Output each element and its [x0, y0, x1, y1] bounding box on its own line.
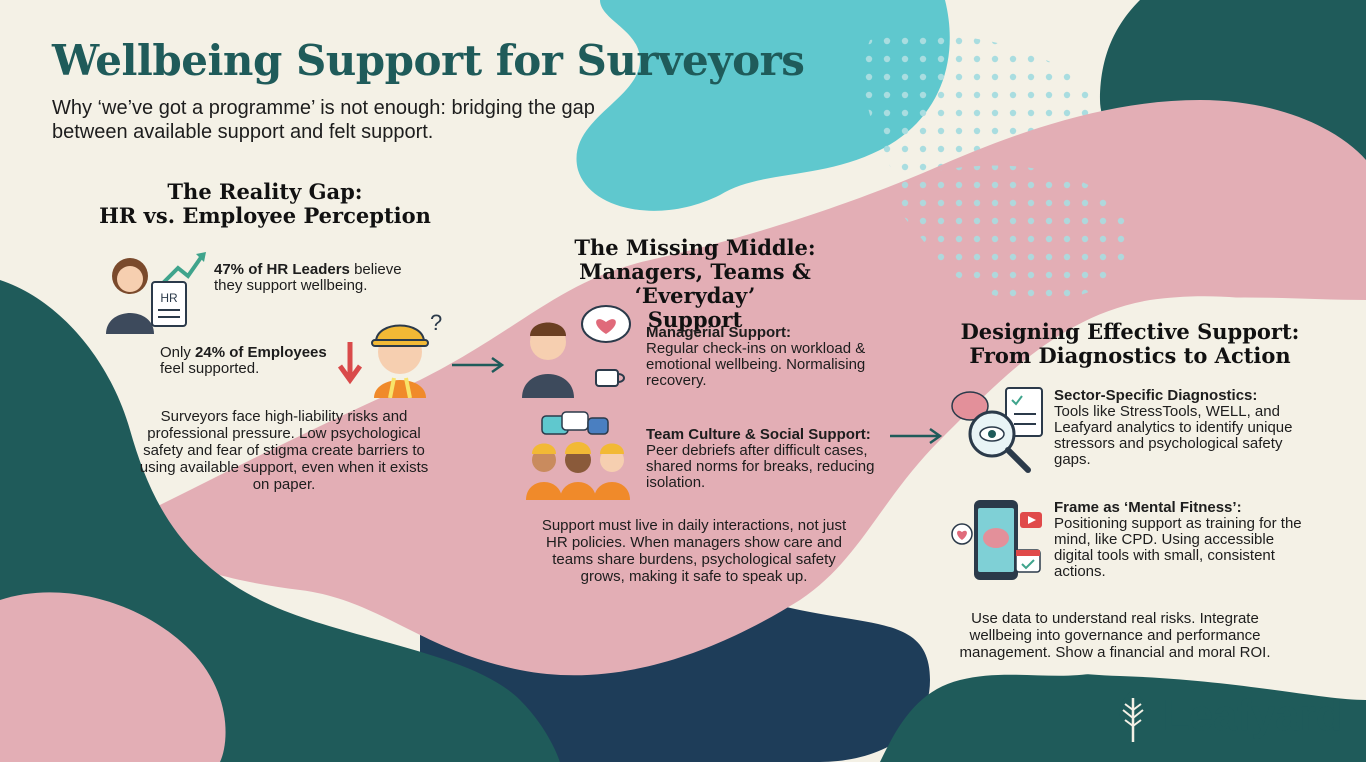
manager-icon — [522, 305, 631, 398]
mental-fitness-phone-icon — [951, 500, 1042, 580]
missing-middle-heading: The Missing Middle: Managers, Teams & ‘E… — [520, 236, 870, 332]
brand-name: Leafyard — [1162, 691, 1343, 740]
designing-paragraph: Use data to understand real risks. Integ… — [959, 610, 1271, 661]
hr-stat-bold: 47% of HR Leaders — [214, 261, 350, 278]
employee-stat-bold: 24% of Employees — [195, 344, 327, 361]
designing-heading-line2: From Diagnostics to Action — [969, 343, 1291, 368]
arrow-right-icon — [890, 427, 943, 445]
page-title: Wellbeing Support for Surveyors — [52, 36, 805, 85]
designing-heading: Designing Effective Support: From Diagno… — [940, 320, 1320, 368]
diagnostics-text: Tools like StressTools, WELL, and Leafya… — [1054, 403, 1293, 468]
designing-heading-line1: Designing Effective Support: — [960, 319, 1300, 344]
diagnostics-item: Sector-Specific Diagnostics: Tools like … — [1054, 388, 1304, 468]
team-culture-text: Peer debriefs after difficult cases, sha… — [646, 442, 875, 491]
managerial-support-text: Regular check-ins on workload & emotiona… — [646, 340, 866, 389]
brand-logo: Leafyard — [1113, 688, 1343, 744]
leaf-icon — [1119, 690, 1147, 742]
mental-fitness-title: Frame as ‘Mental Fitness’: — [1054, 499, 1242, 516]
reality-gap-heading: The Reality Gap: HR vs. Employee Percept… — [95, 180, 435, 228]
reality-gap-paragraph: Surveyors face high-liability risks and … — [139, 408, 429, 493]
arrow-right-icon — [452, 356, 505, 374]
employee-stat-text: feel supported. — [160, 360, 260, 377]
hr-stat-text: believe they support wellbeing. — [214, 261, 402, 294]
worried-worker-icon: ? — [337, 310, 442, 398]
managerial-support-title: Managerial Support: — [646, 324, 792, 341]
missing-middle-heading-line3: Support — [647, 307, 743, 332]
missing-middle-paragraph: Support must live in daily interactions,… — [541, 517, 847, 585]
mental-fitness-text: Positioning support as training for the … — [1054, 515, 1302, 580]
diagnostics-title: Sector-Specific Diagnostics: — [1054, 387, 1258, 404]
employee-stat: Only 24% of Employees feel supported. — [160, 345, 350, 377]
mental-fitness-item: Frame as ‘Mental Fitness’: Positioning s… — [1054, 500, 1304, 580]
diagnostics-icon — [951, 387, 1043, 473]
reality-gap-heading-line2: HR vs. Employee Perception — [99, 203, 431, 228]
hr-leader-icon: HR — [106, 252, 206, 334]
managerial-support-item: Managerial Support: Regular check-ins on… — [646, 325, 886, 389]
svg-text:?: ? — [430, 310, 442, 335]
team-culture-title: Team Culture & Social Support: — [646, 426, 871, 443]
hr-stat: 47% of HR Leaders believe they support w… — [214, 262, 404, 294]
reality-gap-heading-line1: The Reality Gap: — [167, 179, 363, 204]
team-icon — [526, 411, 630, 500]
missing-middle-heading-line1: The Missing Middle: — [574, 235, 816, 260]
hr-badge: HR — [160, 291, 178, 305]
page-subtitle: Why ‘we’ve got a programme’ is not enoug… — [52, 97, 595, 143]
missing-middle-heading-line2: Managers, Teams & ‘Everyday’ — [579, 259, 811, 308]
employee-stat-prefix: Only — [160, 344, 196, 361]
team-culture-item: Team Culture & Social Support: Peer debr… — [646, 427, 896, 491]
